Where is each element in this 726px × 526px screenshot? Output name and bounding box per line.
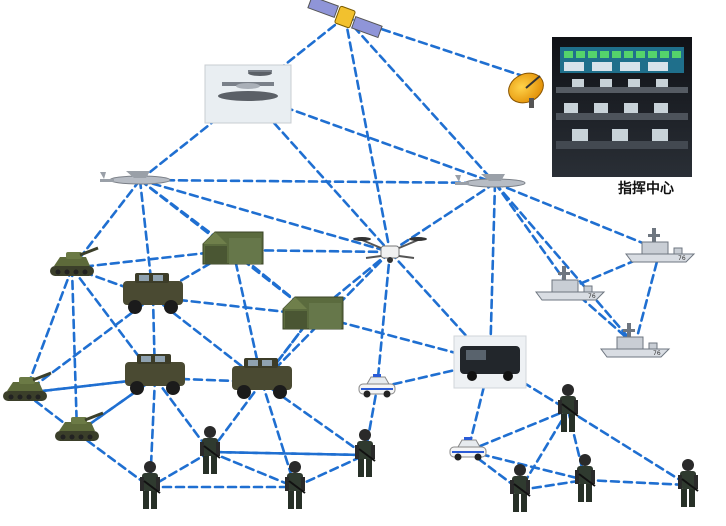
tank-icon xyxy=(55,411,104,441)
soldier-icon xyxy=(575,454,596,502)
command-vehicle-icon xyxy=(453,335,527,389)
link-line xyxy=(138,178,392,254)
link-line xyxy=(518,408,570,492)
link-line xyxy=(343,15,392,254)
tent-icon xyxy=(282,296,344,330)
link-line xyxy=(583,478,690,487)
link-line xyxy=(151,295,264,384)
uav-icon xyxy=(455,174,526,188)
link-line xyxy=(293,453,367,489)
link-line xyxy=(246,92,392,254)
soldier-icon xyxy=(355,429,376,477)
link-line xyxy=(208,450,297,489)
satellite-dish-icon xyxy=(508,72,544,108)
link-line xyxy=(343,15,497,185)
link-line xyxy=(493,181,662,252)
svg-text:76: 76 xyxy=(588,293,596,300)
link-line xyxy=(493,181,572,290)
link-line xyxy=(208,450,367,457)
armored-vehicle-icon xyxy=(125,354,185,395)
link-line xyxy=(70,266,157,380)
link-line xyxy=(566,408,690,487)
link-line xyxy=(208,380,264,454)
link-line xyxy=(23,266,74,395)
link-line xyxy=(518,478,587,492)
svg-text:76: 76 xyxy=(678,255,686,262)
warship-icon: 76 xyxy=(535,266,606,301)
uav-icon xyxy=(100,171,171,185)
soldier-icon xyxy=(200,426,221,474)
soldier-icon xyxy=(558,384,579,432)
warship-icon: 76 xyxy=(600,323,671,358)
soldier-icon xyxy=(140,461,161,509)
police-car-icon xyxy=(449,437,487,461)
tent-icon xyxy=(202,231,264,265)
link-line xyxy=(488,181,497,364)
link-line xyxy=(75,431,152,489)
link-line xyxy=(153,376,212,454)
tank-icon xyxy=(50,246,99,276)
link-line xyxy=(260,380,297,489)
soldier-icon xyxy=(678,459,699,507)
link-line xyxy=(138,178,497,185)
quadcopter-icon xyxy=(353,237,427,263)
link-line xyxy=(466,408,570,453)
aircraft-photo-icon xyxy=(204,64,292,124)
warship-icon: 76 xyxy=(625,228,696,263)
soldier-icon xyxy=(510,464,531,512)
link-line xyxy=(388,181,497,254)
police-car-icon xyxy=(358,374,396,398)
armored-vehicle-icon xyxy=(232,358,292,399)
tank-icon xyxy=(3,371,52,401)
link-line xyxy=(363,386,379,457)
command-center-photo xyxy=(552,37,692,177)
link-line xyxy=(375,250,392,390)
svg-text:76: 76 xyxy=(653,350,661,357)
link-line xyxy=(70,266,79,435)
command-center-label: 指挥中心 xyxy=(618,181,674,197)
satellite-icon xyxy=(307,0,383,39)
link-line xyxy=(493,181,637,347)
armored-vehicle-icon xyxy=(123,273,183,314)
link-line xyxy=(466,449,587,482)
nodes-layer: 76 76 76 xyxy=(3,0,699,512)
soldier-icon xyxy=(285,461,306,509)
link-line xyxy=(633,248,662,347)
link-line xyxy=(138,92,250,182)
